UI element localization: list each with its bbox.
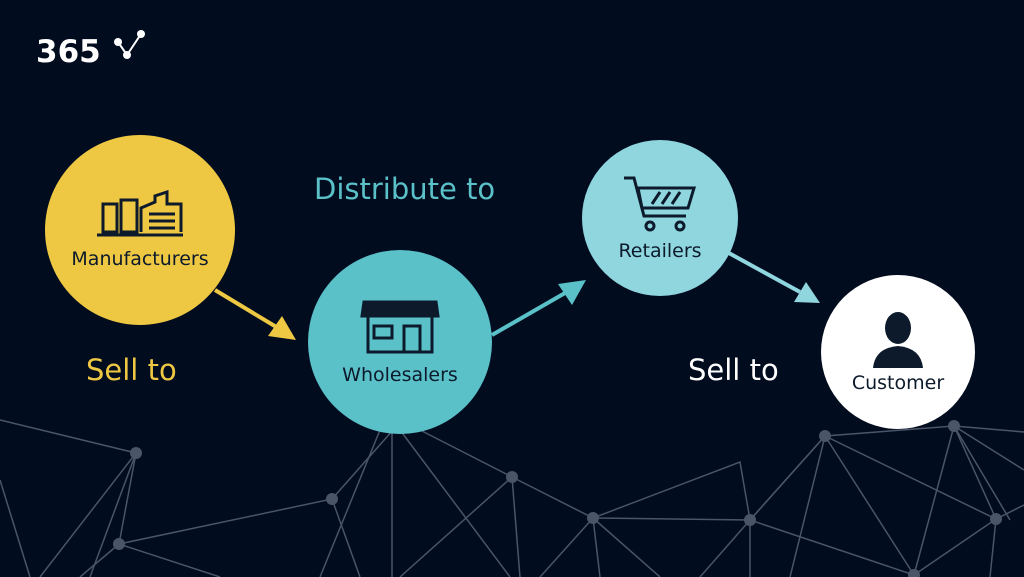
retailers-node: Retailers [582,140,738,296]
logo: 365 [36,30,145,70]
person-icon [873,312,923,368]
wholesalers-label: Wholesalers [342,364,458,386]
arrows [213,250,820,340]
storefront-icon [360,300,440,354]
manufacturers-label: Manufacturers [71,248,209,270]
factory-icon [97,190,183,237]
customer-label: Customer [851,372,945,394]
retailers-label: Retailers [618,240,702,262]
distribute-to-label: Distribute to [314,172,496,206]
logo-text: 365 [36,34,101,70]
customer-node: Customer [821,275,975,429]
shopping-cart-icon [624,176,697,232]
wholesalers-node: Wholesalers [308,250,492,434]
sell-to-label-2: Sell to [688,353,779,387]
logo-checkmark-icon [114,30,145,59]
sell-to-label-1: Sell to [86,353,177,387]
manufacturers-node: Manufacturers [45,135,235,325]
